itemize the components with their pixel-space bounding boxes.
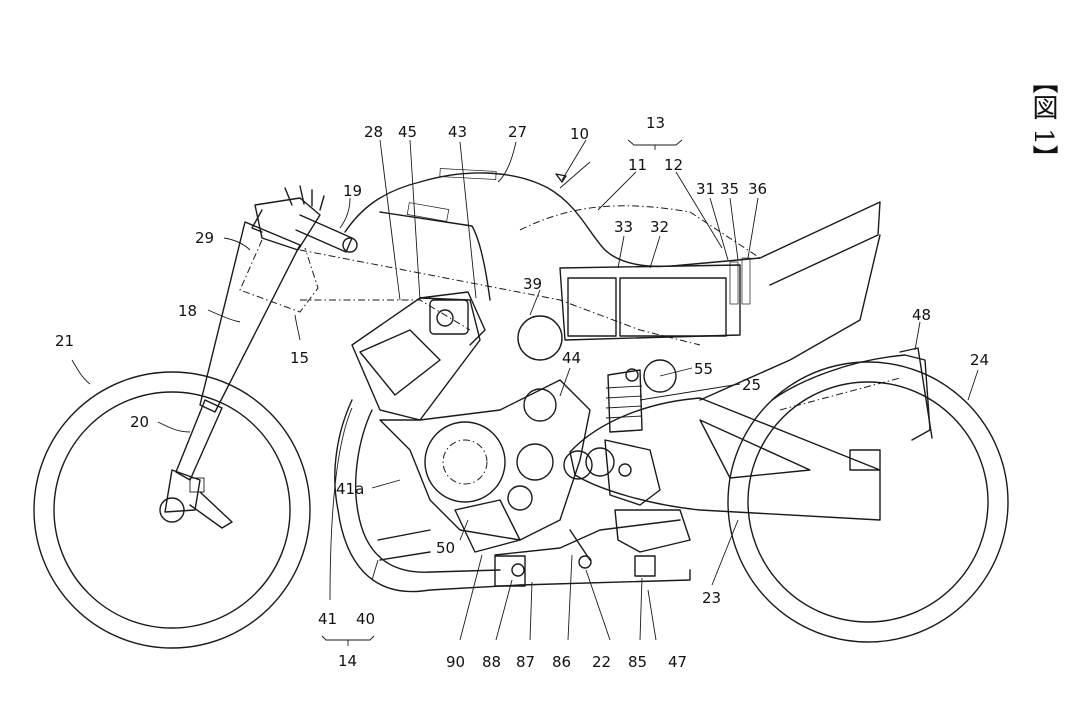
ref-33: 33 [614, 218, 633, 236]
ref-23: 23 [702, 589, 721, 607]
ref-44: 44 [562, 349, 581, 367]
rear-frame [519, 205, 881, 401]
ref-48: 48 [912, 306, 931, 324]
ref-13: 13 [646, 114, 665, 132]
ref-85: 85 [628, 653, 647, 671]
figure-label: 【図 1】 [1028, 68, 1058, 171]
ref-29: 29 [195, 229, 214, 247]
front-fork [159, 221, 301, 529]
ref-36: 36 [748, 180, 767, 198]
ref-43: 43 [448, 123, 467, 141]
ref-35: 35 [720, 180, 739, 198]
exhaust-pipe [334, 399, 691, 593]
ref-27: 27 [508, 123, 527, 141]
ref-55: 55 [694, 360, 713, 378]
ref-31: 31 [696, 180, 715, 198]
ref-41a: 41a [336, 480, 364, 498]
ref-10: 10 [570, 125, 589, 143]
rear-wheel [727, 361, 1009, 643]
ref-88: 88 [482, 653, 501, 671]
ref-40: 40 [356, 610, 375, 628]
ref-41: 41 [318, 610, 337, 628]
frame-centerline [299, 249, 701, 346]
ref-19: 19 [343, 182, 362, 200]
rear-fender [771, 347, 933, 441]
ref-39: 39 [523, 275, 542, 293]
ref-21: 21 [55, 332, 74, 350]
ref-11: 11 [628, 156, 647, 174]
ref-18: 18 [178, 302, 197, 320]
ref-15: 15 [290, 349, 309, 367]
ref-20: 20 [130, 413, 149, 431]
ref-24: 24 [970, 351, 989, 369]
leader-lines [71, 139, 979, 646]
engine-unit [351, 291, 681, 587]
ref-25: 25 [742, 376, 761, 394]
ref-14: 14 [338, 652, 357, 670]
ref-50: 50 [436, 539, 455, 557]
front-wheel [33, 371, 311, 649]
ref-22: 22 [592, 653, 611, 671]
rear-shock [604, 359, 691, 577]
ref-32: 32 [650, 218, 669, 236]
ref-10-arrow [555, 173, 567, 183]
ref-12: 12 [664, 156, 683, 174]
ref-86: 86 [552, 653, 571, 671]
ref-28: 28 [364, 123, 383, 141]
headlight-outline [239, 239, 319, 313]
swing-arm [563, 397, 881, 521]
ref-90: 90 [446, 653, 465, 671]
reference-numerals: 10 11 12 13 14 15 18 19 20 21 22 23 24 2… [55, 114, 989, 671]
ref-47: 47 [668, 653, 687, 671]
fuel-tank [344, 168, 881, 301]
ref-45: 45 [398, 123, 417, 141]
ref-87: 87 [516, 653, 535, 671]
steering-head [251, 185, 358, 253]
